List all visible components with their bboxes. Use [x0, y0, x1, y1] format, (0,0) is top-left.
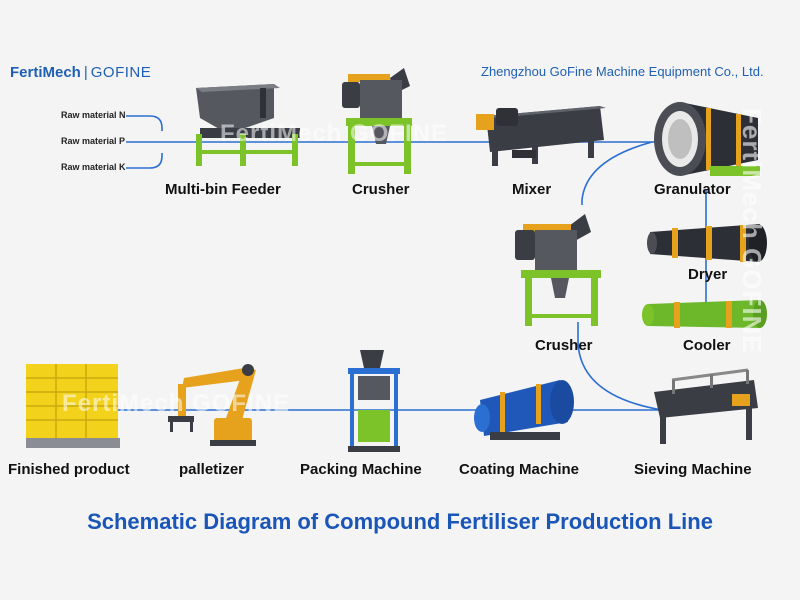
crusher-top-image	[342, 68, 412, 174]
brand-separator: |	[83, 64, 88, 81]
brand-logo: FertiMech|GOFINE	[10, 64, 151, 81]
granulator-to-crusher-curve	[581, 141, 653, 205]
sieving-machine-image	[654, 368, 758, 444]
coating-machine-label: Coating Machine	[459, 461, 580, 478]
raw-k-line	[126, 153, 163, 169]
raw-material-k: Raw material K	[61, 162, 126, 172]
granulator-label: Granulator	[654, 181, 731, 198]
mixer-label: Mixer	[512, 181, 552, 198]
company-name: Zhengzhou GoFine Machine Equipment Co., …	[481, 64, 764, 79]
mixer-image	[476, 106, 606, 166]
packing-machine-label: Packing Machine	[300, 461, 422, 478]
watermark-top: FertiMech GOFINE	[220, 120, 449, 147]
finished-product-image	[26, 364, 120, 448]
raw-material-n: Raw material N	[61, 110, 126, 120]
crusher-top-label: Crusher	[352, 181, 410, 198]
watermark-bottom: FertiMech GOFINE	[62, 390, 291, 417]
crusher-middle-image	[515, 214, 601, 326]
cooler-label: Cooler	[683, 337, 731, 354]
granulator-image	[654, 102, 760, 176]
dryer-label: Dryer	[688, 266, 728, 283]
coating-machine-image	[474, 380, 574, 440]
diagram-title: Schematic Diagram of Compound Fertiliser…	[87, 509, 713, 534]
brand-bold: FertiMech	[10, 64, 81, 81]
palletizer-image	[168, 364, 256, 446]
sieving-machine-label: Sieving Machine	[634, 461, 752, 478]
watermark-vertical: FertiMech GOFINE	[737, 108, 767, 354]
cooler-image	[642, 300, 767, 328]
crusher-to-sieving-curve	[577, 322, 663, 411]
crusher-middle-label: Crusher	[535, 337, 593, 354]
multi-bin-feeder-image	[196, 84, 300, 166]
finished-product-label: Finished product	[8, 461, 130, 478]
packing-machine-image	[348, 350, 400, 452]
brand-name: GOFINE	[90, 64, 152, 81]
dryer-image	[647, 224, 767, 262]
raw-n-line	[126, 115, 163, 131]
raw-material-p: Raw material P	[61, 136, 126, 146]
multi-bin-feeder-label: Multi-bin Feeder	[165, 181, 281, 198]
palletizer-label: palletizer	[179, 461, 245, 478]
